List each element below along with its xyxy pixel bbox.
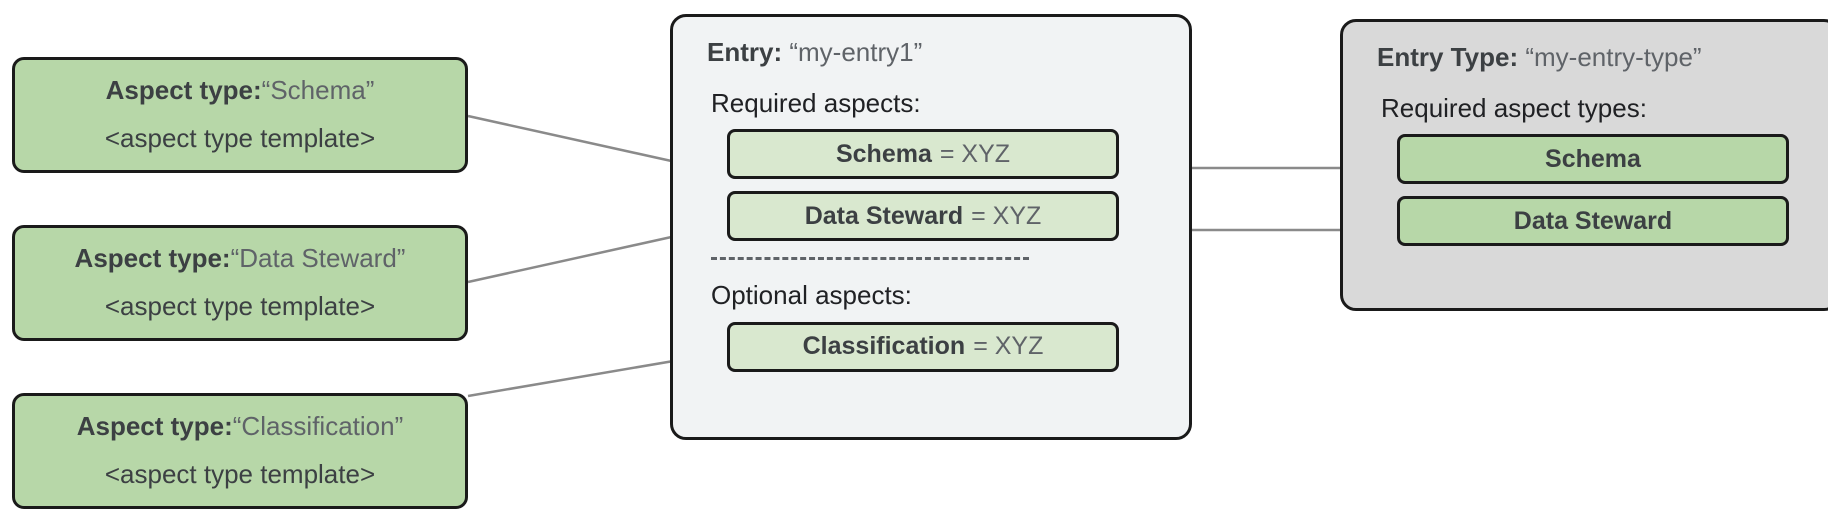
- aspect-type-template: <aspect type template>: [104, 459, 376, 489]
- aspect-chip-value: = XYZ: [971, 201, 1042, 230]
- aspect-type-template: <aspect type template>: [104, 123, 376, 153]
- aspect-type-title: Aspect type:“Data Steward”: [74, 243, 406, 274]
- entry-aspect-chip-data-steward[interactable]: Data Steward= XYZ: [727, 191, 1119, 242]
- connector-schema-aspecttype-to-entry: [467, 114, 704, 170]
- aspects-divider: [711, 257, 1029, 261]
- aspect-chip-name: Data Steward: [804, 201, 964, 230]
- entry-type-panel[interactable]: Entry Type: “my-entry-type” Required asp…: [1340, 19, 1828, 311]
- aspect-type-title: Aspect type:“Classification”: [76, 411, 404, 442]
- connector-datasteward-aspecttype-to-entry: [467, 228, 704, 284]
- entry-type-chip-data-steward[interactable]: Data Steward: [1397, 196, 1789, 247]
- connector-classification-aspecttype-to-entry: [467, 354, 704, 398]
- entry-aspect-chip-classification[interactable]: Classification= XYZ: [727, 321, 1119, 372]
- entry-panel[interactable]: Entry: “my-entry1” Required aspects: Sch…: [670, 14, 1192, 440]
- entry-aspect-chip-schema[interactable]: Schema= XYZ: [727, 129, 1119, 180]
- aspect-type-card-data-steward[interactable]: Aspect type:“Data Steward” <aspect type …: [12, 225, 468, 341]
- aspect-type-name: “Data Steward”: [230, 243, 406, 274]
- entry-type-required-label: Required aspect types:: [1381, 93, 1647, 124]
- entry-type-heading-value: “my-entry-type”: [1525, 42, 1702, 72]
- entry-required-aspects-label: Required aspects:: [711, 88, 921, 119]
- entry-heading: Entry: “my-entry1”: [707, 37, 1167, 68]
- entry-heading-label: Entry:: [707, 37, 783, 67]
- aspect-type-card-classification[interactable]: Aspect type:“Classification” <aspect typ…: [12, 393, 468, 509]
- entry-type-chip-schema[interactable]: Schema: [1397, 134, 1789, 185]
- aspect-type-label: Aspect type:: [74, 243, 231, 274]
- aspect-type-name: “Schema”: [261, 75, 375, 106]
- entry-type-heading-label: Entry Type:: [1377, 42, 1519, 72]
- aspect-chip-value: = XYZ: [939, 139, 1011, 168]
- entry-heading-value: “my-entry1”: [789, 37, 923, 67]
- aspect-chip-name: Schema: [835, 139, 932, 168]
- aspect-type-label: Aspect type:: [105, 75, 262, 106]
- entry-type-heading: Entry Type: “my-entry-type”: [1377, 42, 1815, 73]
- aspect-type-chip-name: Data Steward: [1513, 206, 1673, 235]
- aspect-chip-value: = XYZ: [973, 332, 1044, 361]
- aspect-type-card-schema[interactable]: Aspect type:“Schema” <aspect type templa…: [12, 57, 468, 173]
- aspect-type-label: Aspect type:: [76, 411, 233, 442]
- aspect-chip-name: Classification: [802, 332, 966, 361]
- entry-optional-aspects-label: Optional aspects:: [711, 280, 912, 311]
- aspect-type-name: “Classification”: [232, 411, 404, 442]
- aspect-type-template: <aspect type template>: [104, 291, 376, 321]
- aspect-type-chip-name: Schema: [1545, 144, 1641, 173]
- aspect-type-title: Aspect type:“Schema”: [105, 75, 375, 106]
